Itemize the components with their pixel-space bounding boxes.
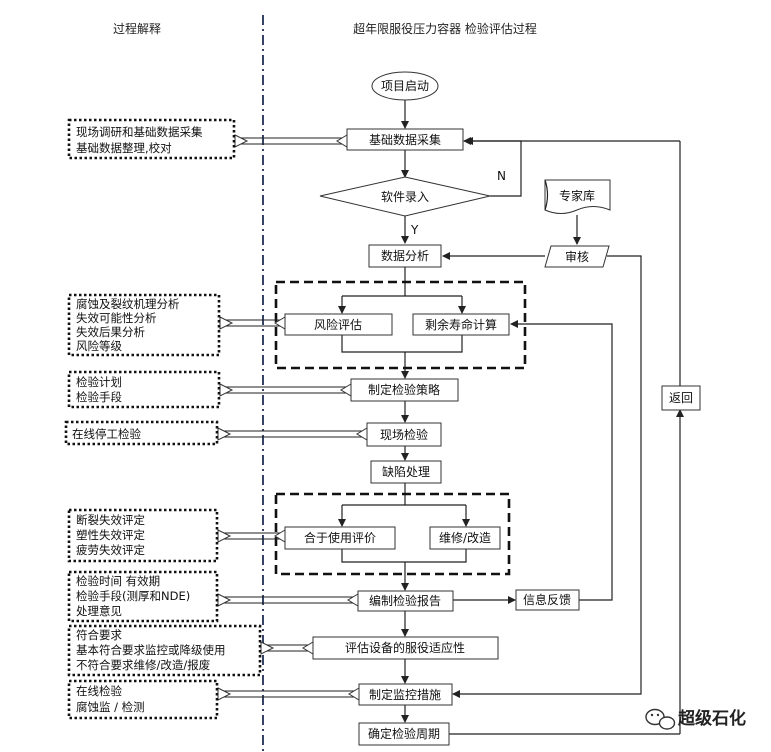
label-no: N xyxy=(497,169,506,183)
note-inspection-plan: 检验计划 检验手段 xyxy=(67,370,221,409)
note-compliance: 符合要求 基本符合要求监控或降级使用 不符合要求维修/改造/报废 xyxy=(67,624,262,677)
defect-label: 缺陷处理 xyxy=(382,464,430,479)
watermark: 超级石化 xyxy=(645,708,746,730)
header-left: 过程解释 xyxy=(113,21,161,36)
expert-db-label: 专家库 xyxy=(559,188,595,203)
note-line: 检验手段(测厚和NDE) xyxy=(76,589,190,603)
expert-db-box: 专家库 xyxy=(544,179,611,214)
note-line: 在线停工检验 xyxy=(72,427,141,441)
connectors xyxy=(338,100,684,735)
risk-eval-label: 风险评估 xyxy=(314,317,362,332)
note-line: 腐蚀监 / 检测 xyxy=(76,700,145,714)
fitness-box: 合于使用评价 xyxy=(284,526,396,550)
monitor-label: 制定监控措施 xyxy=(369,687,441,702)
evaluation-group-frame xyxy=(274,492,511,576)
note-line: 现场调研和基础数据采集 xyxy=(76,125,203,139)
note-failure-analysis: 腐蚀及裂纹机理分析 失效可能性分析 失效后果分析 风险等级 xyxy=(67,293,221,357)
note-line: 检验手段 xyxy=(76,390,122,404)
monitor-box: 制定监控措施 xyxy=(358,683,453,706)
label-yes: Y xyxy=(410,223,419,237)
fitness-label: 合于使用评价 xyxy=(304,530,376,545)
note-line: 断裂失效评定 xyxy=(76,513,145,527)
note-line: 检验计划 xyxy=(76,375,122,389)
note-line: 失效后果分析 xyxy=(76,325,145,339)
data-collect-label: 基础数据采集 xyxy=(369,132,441,147)
start-label: 项目启动 xyxy=(381,79,429,93)
note-line: 塑性失效评定 xyxy=(76,528,145,542)
note-line: 不符合要求维修/改造/报废 xyxy=(76,658,210,672)
note-line: 风险等级 xyxy=(76,339,122,353)
note-failure-assessment: 断裂失效评定 塑性失效评定 疲劳失效评定 xyxy=(67,508,219,563)
note-connectors xyxy=(217,134,368,701)
note-line: 腐蚀及裂纹机理分析 xyxy=(76,297,180,311)
review-label: 审核 xyxy=(565,249,589,264)
field-inspect-label: 现场检验 xyxy=(380,427,428,442)
report-label: 编制检验报告 xyxy=(369,593,441,608)
field-inspect-box: 现场检验 xyxy=(366,422,442,447)
return-label: 返回 xyxy=(669,391,693,405)
defect-box: 缺陷处理 xyxy=(370,460,442,484)
wechat-icon xyxy=(645,708,676,730)
note-line: 基本符合要求监控或降级使用 xyxy=(76,643,226,657)
note-line: 符合要求 xyxy=(76,628,122,642)
software-input-diamond: 软件录入 xyxy=(319,176,491,217)
feedback-label: 信息反馈 xyxy=(523,592,571,607)
note-line: 基础数据整理,校对 xyxy=(76,141,172,155)
cycle-label: 确定检验周期 xyxy=(368,726,440,741)
risk-eval-box: 风险评估 xyxy=(284,313,393,336)
note-monitoring: 在线检验 腐蚀监 / 检测 xyxy=(67,679,219,720)
report-box: 编制检验报告 xyxy=(357,590,454,612)
note-line: 失效可能性分析 xyxy=(76,311,157,325)
strategy-box: 制定检验策略 xyxy=(350,378,459,402)
start-node: 项目启动 xyxy=(371,71,439,101)
data-analysis-box: 数据分析 xyxy=(368,244,442,268)
feedback-box: 信息反馈 xyxy=(515,589,580,611)
service-eval-label: 评估设备的服役适应性 xyxy=(345,640,465,655)
life-calc-box: 剩余寿命计算 xyxy=(412,313,510,336)
note-data-collection: 现场调研和基础数据采集 基础数据整理,校对 xyxy=(67,118,236,160)
watermark-text: 超级石化 xyxy=(678,708,746,729)
repair-box: 维修/改造 xyxy=(429,526,501,550)
life-calc-label: 剩余寿命计算 xyxy=(425,317,497,332)
service-eval-box: 评估设备的服役适应性 xyxy=(312,636,499,660)
note-report-content: 检验时间 有效期 检验手段(测厚和NDE) 处理意见 xyxy=(67,570,219,623)
review-box: 审核 xyxy=(544,245,610,268)
note-line: 处理意见 xyxy=(76,604,122,618)
software-input-label: 软件录入 xyxy=(381,190,429,204)
return-box: 返回 xyxy=(661,385,701,411)
strategy-label: 制定检验策略 xyxy=(368,382,440,397)
data-collect-box: 基础数据采集 xyxy=(346,128,464,151)
note-line: 检验时间 有效期 xyxy=(76,574,160,588)
note-line: 在线检验 xyxy=(76,684,122,698)
note-online-inspection: 在线停工检验 xyxy=(64,420,219,446)
repair-label: 维修/改造 xyxy=(439,530,491,545)
cycle-box: 确定检验周期 xyxy=(358,722,450,746)
header-right: 超年限服役压力容器 检验评估过程 xyxy=(353,21,537,36)
note-line: 疲劳失效评定 xyxy=(76,543,145,557)
data-analysis-label: 数据分析 xyxy=(381,248,429,263)
